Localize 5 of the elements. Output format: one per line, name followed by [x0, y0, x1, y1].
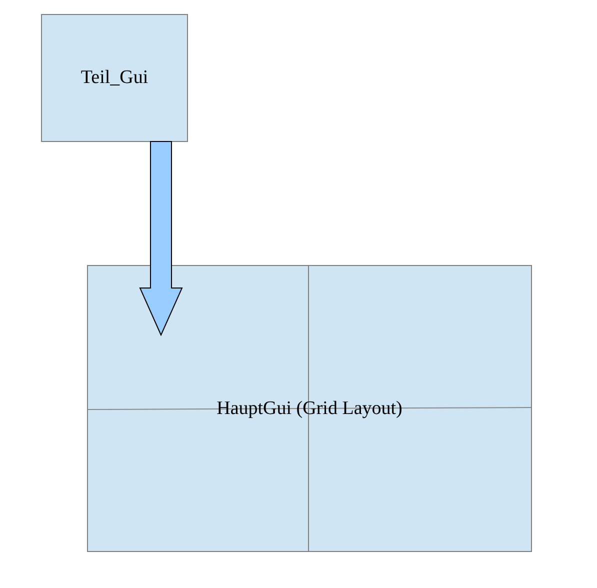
- process-box: [87, 265, 532, 552]
- arrow: [139, 141, 183, 336]
- process-box: [41, 14, 188, 142]
- node-label: HauptGui (Grid Layout): [216, 398, 402, 420]
- node-label: Teil_Gui: [80, 67, 148, 89]
